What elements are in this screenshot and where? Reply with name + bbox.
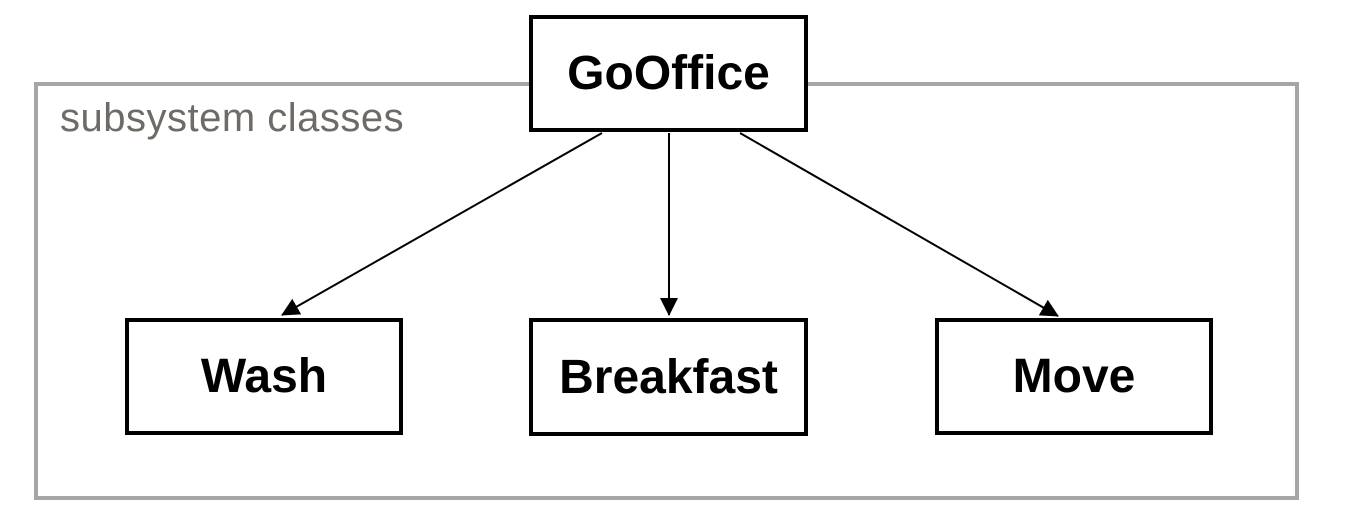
class-box-gooffice: GoOffice: [529, 15, 808, 132]
class-box-move-label: Move: [1012, 350, 1136, 403]
class-box-move: Move: [935, 318, 1213, 435]
subsystem-group-label: subsystem classes: [60, 96, 405, 140]
class-box-breakfast-label: Breakfast: [559, 350, 778, 404]
class-box-wash-label: Wash: [200, 350, 328, 403]
class-box-wash: Wash: [125, 318, 403, 435]
class-box-breakfast: Breakfast: [529, 318, 808, 436]
subsystem-group-rect: [34, 82, 1299, 500]
class-box-gooffice-label: GoOffice: [567, 47, 770, 100]
